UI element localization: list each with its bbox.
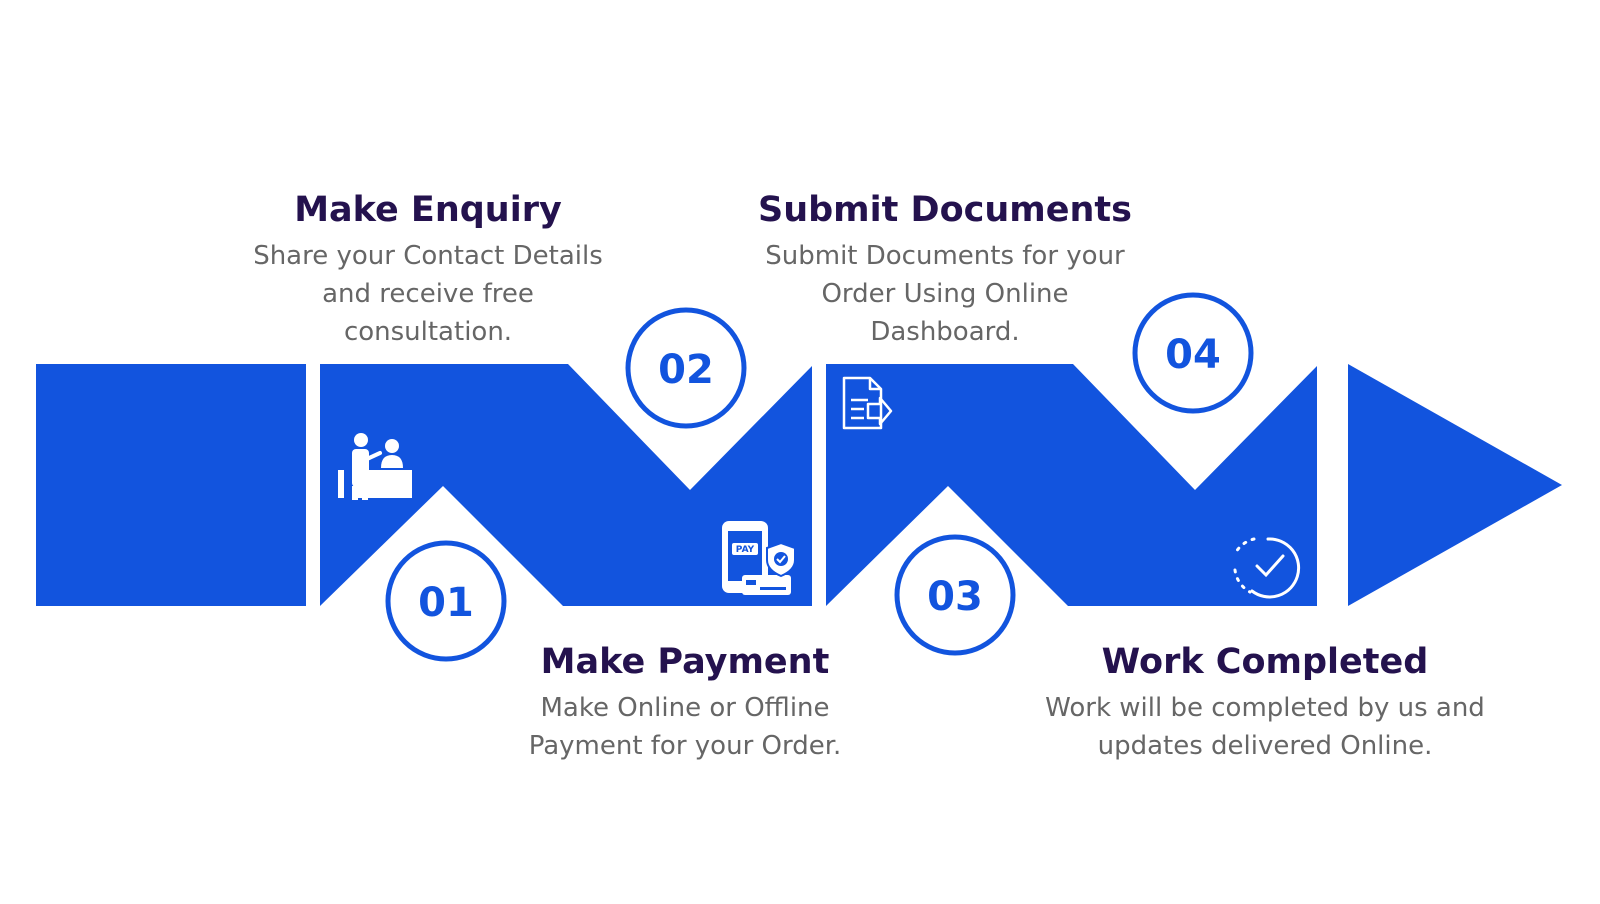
step-description-04: Work will be completed by us and updates… xyxy=(1045,693,1485,761)
step-description-01: Share your Contact Details and receive f… xyxy=(253,241,603,347)
step-title-03: Submit Documents xyxy=(757,190,1132,230)
document-submit-icon xyxy=(842,376,893,430)
band-segment-2 xyxy=(826,364,1317,606)
step-number-03: 03 xyxy=(927,574,983,620)
step-badge-02: 02 xyxy=(625,307,747,429)
process-band xyxy=(36,364,1562,606)
reception-desk-icon xyxy=(338,433,412,500)
step-badge-04: 04 xyxy=(1132,292,1254,414)
step-description-03: Submit Documents for your Order Using On… xyxy=(765,241,1125,347)
step-number-01: 01 xyxy=(418,580,474,626)
step-number-04: 04 xyxy=(1165,332,1221,378)
step-number-02: 02 xyxy=(658,347,714,393)
step-title-01: Make Enquiry xyxy=(294,190,562,230)
band-segment-1 xyxy=(320,364,812,606)
step-badge-03: 03 xyxy=(894,534,1016,656)
step-title-04: Work Completed xyxy=(1101,642,1429,682)
progress-check-icon xyxy=(1233,537,1301,599)
step-title-02: Make Payment xyxy=(540,642,830,682)
band-arrow-head xyxy=(1348,364,1562,606)
band-segment-start xyxy=(36,364,306,606)
svg-text:PAY: PAY xyxy=(736,545,755,555)
mobile-payment-icon: PAY xyxy=(722,521,796,595)
step-description-02: Make Online or Offline Payment for your … xyxy=(528,693,842,761)
step-badge-01: 01 xyxy=(385,540,507,662)
